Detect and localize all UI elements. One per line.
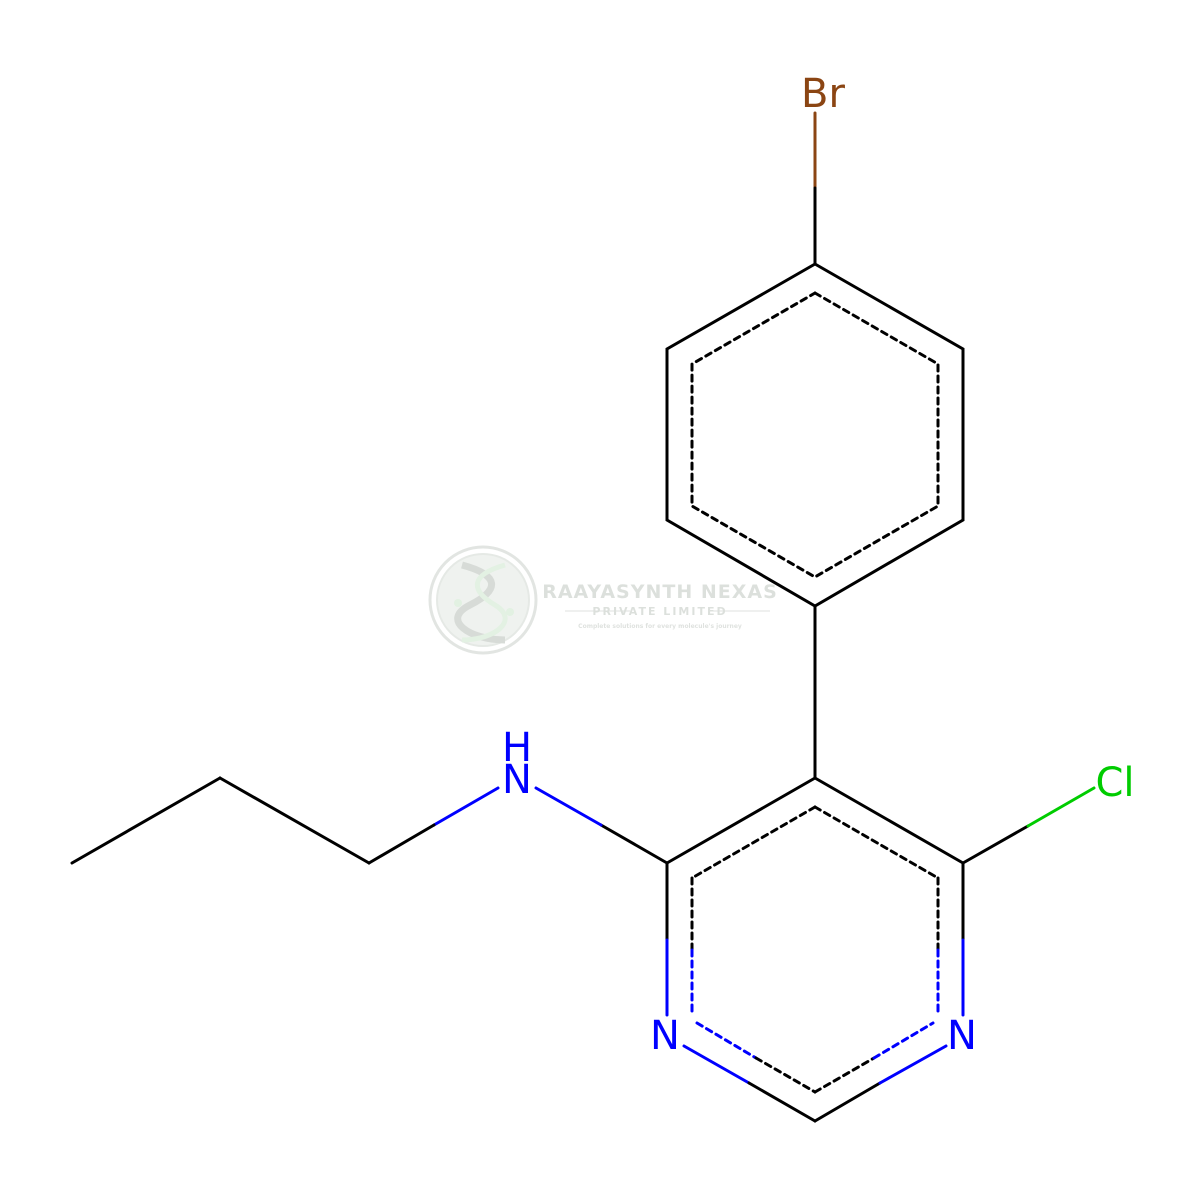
bond-n3-c2-black <box>747 1081 817 1123</box>
bond-c4-nh-blue <box>534 786 603 827</box>
bond-c-cl-green <box>1026 786 1096 828</box>
bonds <box>70 111 1096 1123</box>
watermark: RAAYASYNTH NEXAS PRIVATE LIMITED Complet… <box>428 545 778 655</box>
bond-propyl-1 <box>218 776 371 865</box>
atom-amine-nitrogen: N <box>502 757 532 803</box>
bond-propyl-2 <box>70 776 222 865</box>
pyrimidine-aromatic-dash <box>690 805 940 1094</box>
bond-c2-n1-black <box>813 1081 882 1123</box>
watermark-logo <box>428 545 538 655</box>
watermark-subtitle: PRIVATE LIMITED <box>592 605 727 618</box>
bond-c4-nh-black <box>599 823 669 865</box>
phenyl-ring <box>665 262 965 608</box>
bond-c-cl-black <box>961 824 1030 865</box>
watermark-title: RAAYASYNTH NEXAS <box>542 581 778 603</box>
atom-amine-hydrogen: H <box>502 725 532 771</box>
bond-n3-c2-blue <box>682 1044 751 1085</box>
atom-bromine: Br <box>801 71 845 117</box>
bond-c5-c4 <box>665 776 817 865</box>
bond-c5-c6 <box>813 776 965 865</box>
atom-ring-nitrogen-right: N <box>947 1013 977 1059</box>
bond-nh-ch2-blue <box>432 786 500 827</box>
atom-labels: Br Cl H N N N <box>502 71 1135 1059</box>
atom-chlorine: Cl <box>1095 760 1134 806</box>
bond-nh-ch2-black <box>367 823 436 865</box>
phenyl-aromatic-dash <box>690 291 940 579</box>
bond-c2-n1-blue <box>878 1044 948 1085</box>
watermark-tagline: Complete solutions for every molecule's … <box>578 623 742 630</box>
atom-ring-nitrogen-left: N <box>650 1013 680 1059</box>
